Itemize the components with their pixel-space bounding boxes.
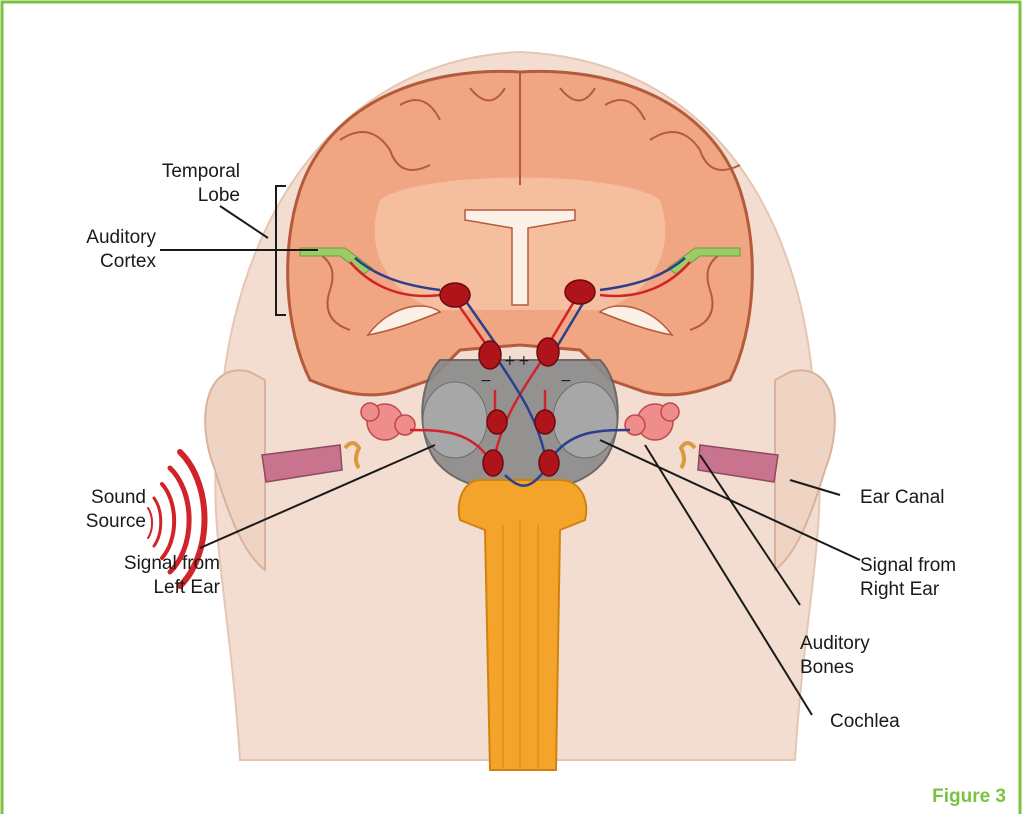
auditory-bones-label-line2: Bones bbox=[800, 656, 920, 680]
auditory-cortex-label: Auditory Cortex bbox=[56, 226, 156, 274]
figure-caption: Figure 3 bbox=[932, 786, 1006, 808]
auditory-bones-label: Auditory Bones bbox=[800, 632, 920, 680]
ear-canal-label-line1: Ear Canal bbox=[860, 486, 1000, 510]
signal-from-left-ear-label: Signal from Left Ear bbox=[70, 552, 220, 600]
svg-text:+: + bbox=[504, 353, 516, 369]
signal-from-right-ear-label: Signal from Right Ear bbox=[860, 554, 1010, 602]
temporal-lobe-label-line2: Lobe bbox=[120, 184, 240, 208]
brain-section bbox=[288, 71, 753, 395]
signal-left-label-line2: Left Ear bbox=[70, 576, 220, 600]
cochlea-label: Cochlea bbox=[830, 710, 950, 734]
temporal-lobe-leader bbox=[220, 206, 268, 238]
auditory-cortex-label-line2: Cortex bbox=[56, 250, 156, 274]
signal-right-label-line1: Signal from bbox=[860, 554, 1010, 578]
signal-left-label-line1: Signal from bbox=[70, 552, 220, 576]
signal-right-label-line2: Right Ear bbox=[860, 578, 1010, 602]
auditory-bones-label-line1: Auditory bbox=[800, 632, 920, 656]
temporal-lobe-label-line1: Temporal bbox=[120, 160, 240, 184]
auditory-cortex-label-line1: Auditory bbox=[56, 226, 156, 250]
svg-text:−: − bbox=[560, 373, 572, 389]
svg-text:+: + bbox=[518, 353, 530, 369]
ear-canal-label: Ear Canal bbox=[860, 486, 1000, 510]
svg-text:−: − bbox=[480, 373, 492, 389]
cochlea-label-line1: Cochlea bbox=[830, 710, 950, 734]
temporal-lobe-label: Temporal Lobe bbox=[120, 160, 240, 208]
sound-source-label-line1: Sound bbox=[56, 486, 146, 510]
sound-source-label: Sound Source bbox=[56, 486, 146, 534]
sound-source-label-line2: Source bbox=[56, 510, 146, 534]
